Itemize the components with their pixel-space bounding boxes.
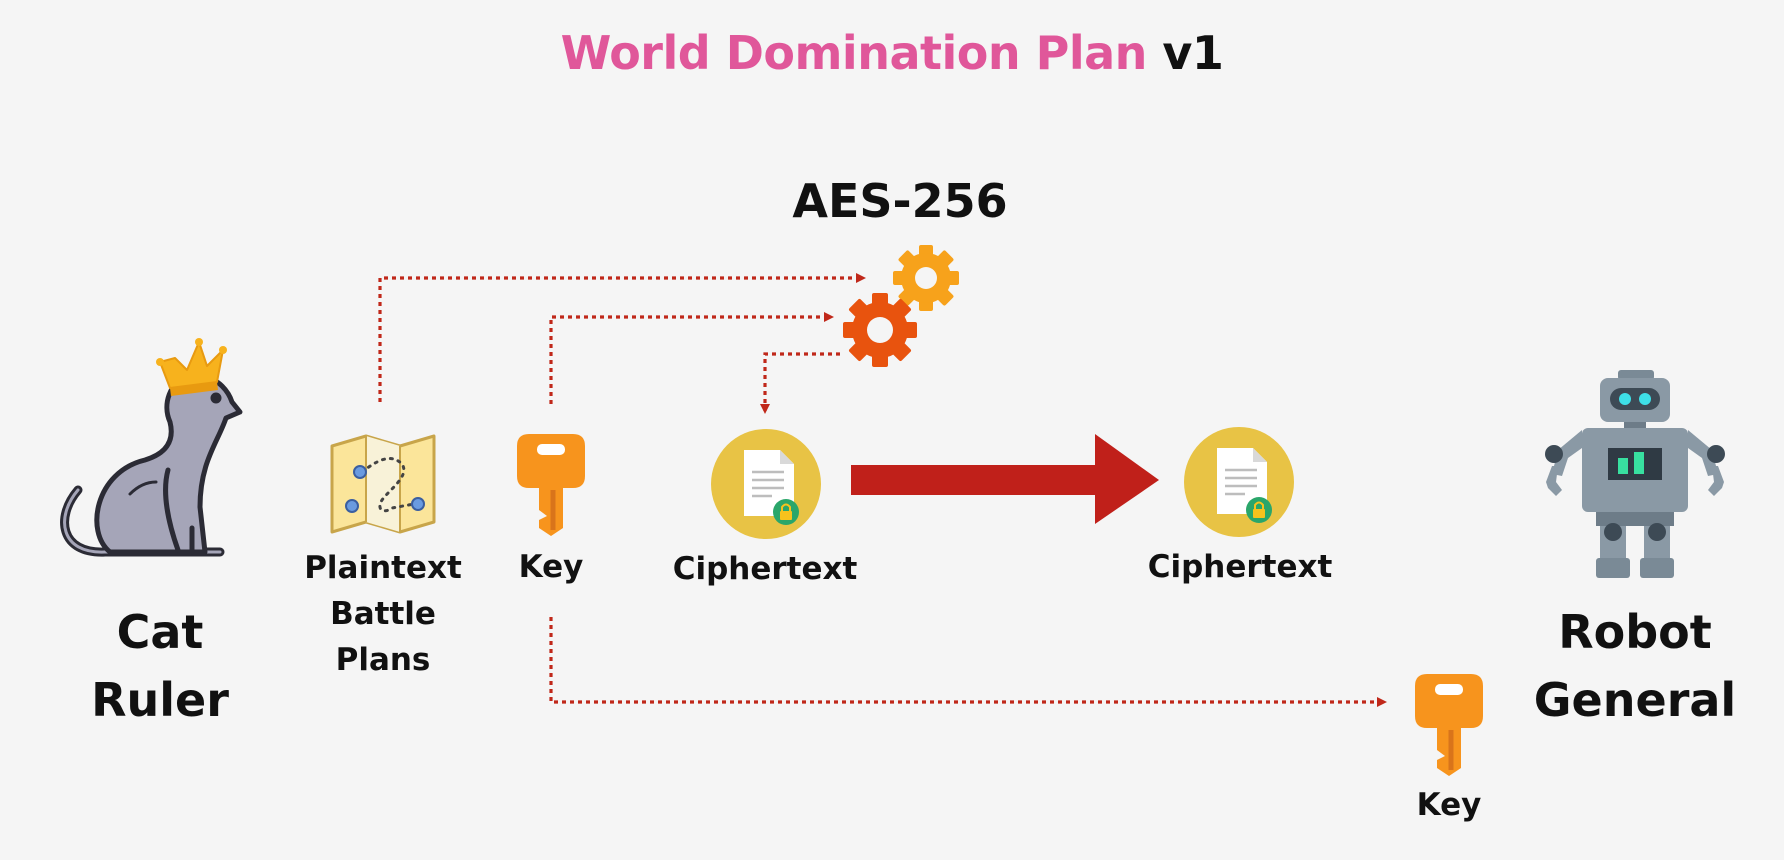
ciphertext-sent-label: Ciphertext (672, 551, 858, 587)
gears-icon (843, 245, 959, 367)
page-title: World Domination Plan v1 (0, 26, 1784, 80)
receiver-key-label: Key (1416, 787, 1482, 823)
title-main: World Domination Plan (560, 26, 1148, 80)
sender-key-icon (517, 434, 585, 536)
receiver-label: Robot General (1533, 605, 1737, 727)
plaintext-label: Plaintext Battle Plans (304, 550, 462, 678)
robot-icon (1545, 370, 1725, 578)
algorithm-to-ciphertext-connector (760, 352, 840, 414)
key-share-connector (549, 617, 1387, 707)
ciphertext-received-label: Ciphertext (1147, 549, 1333, 585)
title-version: v1 (1162, 26, 1224, 80)
ciphertext-sent-icon (711, 429, 821, 539)
crowned-cat-icon (60, 338, 243, 557)
transmit-arrow (851, 434, 1159, 524)
receiver-key-icon (1415, 674, 1483, 776)
sender-label: Cat Ruler (91, 605, 229, 727)
sender-key-label: Key (518, 549, 584, 585)
key-to-algorithm-connector (549, 312, 834, 404)
treasure-map-icon (330, 434, 436, 534)
algorithm-label: AES-256 (792, 174, 1008, 228)
plaintext-to-algorithm-connector (378, 273, 866, 402)
ciphertext-received-icon (1184, 427, 1294, 537)
